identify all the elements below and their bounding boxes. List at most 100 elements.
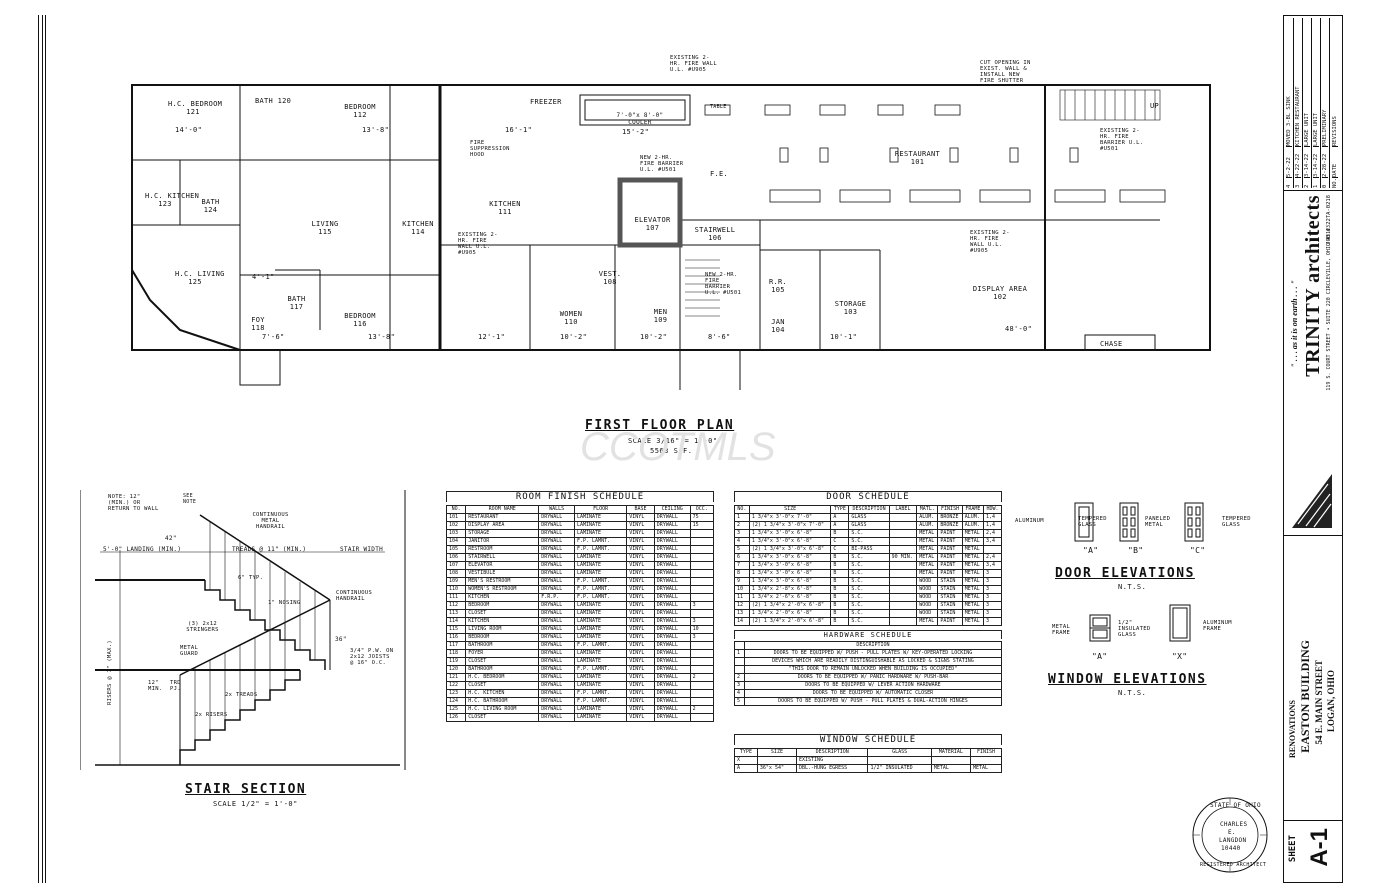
- plan-title: FIRST FLOOR PLAN: [585, 418, 735, 433]
- room-schedule-cell: DRYWALL: [653, 537, 691, 546]
- door-schedule-cell: 3: [982, 585, 1003, 594]
- room-schedule-cell: STAIRWELL: [465, 553, 540, 562]
- room-schedule-cell: DRYWALL: [653, 697, 691, 706]
- room-schedule-cell: VINYL: [626, 705, 655, 714]
- room-schedule-cell: LAMINATE: [573, 681, 628, 690]
- door-schedule-cell: 1 3/4"x 2'-6"x 6'-8": [748, 593, 832, 602]
- door-schedule-cell: B: [830, 569, 850, 578]
- room-schedule-cell: DRYWALL: [538, 609, 575, 618]
- note-existing-fire-wall-2: EXISTING 2-HR. FIRE WALL U.L. #U905: [970, 230, 1010, 254]
- room-schedule-cell: [689, 609, 715, 618]
- room-schedule-cell: VINYL: [626, 681, 655, 690]
- win-el-x: "X": [1172, 652, 1188, 661]
- room-schedule-header-cell: FLOOR: [573, 505, 628, 514]
- door-schedule-cell: 10: [734, 585, 750, 594]
- door-schedule-cell: 12: [734, 601, 750, 610]
- room-schedule-cell: DRYWALL: [538, 625, 575, 634]
- room-schedule-cell: DRYWALL: [538, 705, 575, 714]
- door-schedule-cell: 3: [982, 609, 1003, 618]
- stair-treads: TREADS @ 11" (MIN.): [232, 546, 307, 553]
- hardware-schedule-header: DESCRIPTION: [734, 641, 1003, 650]
- door-schedule-cell: ALUM.: [916, 513, 939, 522]
- room-schedule-cell: F.P. LAMNT.: [573, 697, 628, 706]
- door-elevations-nts: N.T.S.: [1118, 583, 1147, 591]
- door-schedule-cell: 3: [982, 577, 1003, 586]
- room-schedule-cell: 15: [689, 521, 715, 530]
- room-schedule-cell: 3: [689, 617, 715, 626]
- note-cut-opening: CUT OPENING IN EXIST. WALL & INSTALL NEW…: [980, 60, 1031, 84]
- door-schedule-cell: 1 3/4"x 2'-8"x 6'-8": [748, 585, 832, 594]
- room-schedule-cell: CLOSET: [465, 609, 540, 618]
- door-schedule-cell: BRONZE: [937, 513, 963, 522]
- window-schedule-header-cell: GLASS: [867, 748, 932, 757]
- room-schedule-cell: H.C. BEDROOM: [465, 673, 540, 682]
- room-schedule-header-cell: ROOM NAME: [465, 505, 540, 514]
- room-schedule-cell: ELEVATOR: [465, 561, 540, 570]
- window-schedule-header-cell: MATERIAL: [930, 748, 971, 757]
- room-schedule-cell: F.P. LAMNT.: [573, 689, 628, 698]
- room-no-110: 110: [564, 318, 578, 326]
- door-schedule-cell: [888, 521, 918, 530]
- room-schedule-cell: [689, 553, 715, 562]
- door-schedule-cell: [888, 601, 918, 610]
- door-schedule-cell: STAIN: [937, 601, 963, 610]
- room-schedule-cell: 124: [445, 697, 467, 706]
- stair-42: 42": [165, 535, 177, 542]
- door-schedule-cell: 90 MIN.: [888, 553, 918, 562]
- revision-cell: KITCHEN RESTAURANT: [1295, 18, 1302, 147]
- door-schedule-cell: METAL: [961, 601, 984, 610]
- window-schedule-header-cell: DESCRIPTION: [795, 748, 869, 757]
- room-schedule-cell: H.C. LIVING ROOM: [465, 705, 540, 714]
- seal-name2: E.: [1228, 829, 1236, 836]
- room-no-125: 125: [188, 278, 202, 286]
- room-schedule-cell: DRYWALL: [538, 689, 575, 698]
- door-schedule-cell: (2) 1 3/4"x 3'-0"x 7'-0": [748, 521, 832, 530]
- door-schedule-cell: PAINT: [937, 529, 963, 538]
- room-no-109: 109: [653, 316, 668, 324]
- room-schedule-cell: 120: [445, 665, 467, 674]
- door-schedule-cell: B: [830, 601, 850, 610]
- stair-see-note: SEE NOTE: [183, 493, 197, 505]
- door-schedule-cell: METAL: [961, 553, 984, 562]
- door-schedule-header-cell: FINISH: [937, 505, 963, 514]
- room-schedule-cell: LAMINATE: [573, 633, 628, 642]
- stair-two-risers: 2x RISERS: [195, 712, 228, 718]
- dim-3: 16'-1": [505, 126, 533, 134]
- room-schedule-cell: 111: [445, 593, 467, 602]
- room-schedule-cell: FOYER: [465, 649, 540, 658]
- room-schedule-cell: DRYWALL: [538, 641, 575, 650]
- door-schedule-cell: 3: [982, 617, 1003, 626]
- stair-metal-guard: METAL GUARD: [180, 645, 199, 657]
- revision-cell: MOVED 3-BL SINK: [1286, 18, 1293, 147]
- room-schedule-cell: VINYL: [626, 537, 655, 546]
- door-schedule-cell: GLASS: [848, 521, 890, 530]
- room-schedule-cell: CLOSET: [465, 657, 540, 666]
- door-schedule-cell: 6: [734, 553, 750, 562]
- note-new-fire-barrier-2: NEW 2-HR. FIRE BARRIER U.L. #U501: [705, 272, 742, 296]
- door-schedule-cell: 1 3/4"x 3'-0"x 6'-8": [748, 561, 832, 570]
- room-schedule-cell: DRYWALL: [538, 657, 575, 666]
- hardware-schedule-cell: 5: [734, 697, 745, 706]
- project-city: LOGAN, OHIO: [1326, 670, 1336, 733]
- room-schedule-cell: DRYWALL: [653, 569, 691, 578]
- architect-seal: [1192, 797, 1268, 873]
- window-schedule-header-cell: SIZE: [756, 748, 798, 757]
- room-schedule-cell: F.P. LAMNT.: [573, 537, 628, 546]
- room-schedule-cell: VINYL: [626, 649, 655, 658]
- room-schedule-cell: DRYWALL: [653, 657, 691, 666]
- firm-address: 119 S. COURT STREET • SUITE 220 CIRCLEVI…: [1326, 225, 1332, 391]
- door-schedule-cell: WOOD: [916, 609, 939, 618]
- door-schedule-cell: 8: [734, 569, 750, 578]
- room-schedule-cell: DRYWALL: [538, 617, 575, 626]
- revision-header-cell: DATE: [1331, 147, 1338, 178]
- room-schedule-cell: DRYWALL: [653, 521, 691, 530]
- door-schedule-cell: PAINT: [937, 569, 963, 578]
- stair-risers: RISERS @ 7" (MAX.): [107, 640, 113, 706]
- room-schedule-cell: VINYL: [626, 657, 655, 666]
